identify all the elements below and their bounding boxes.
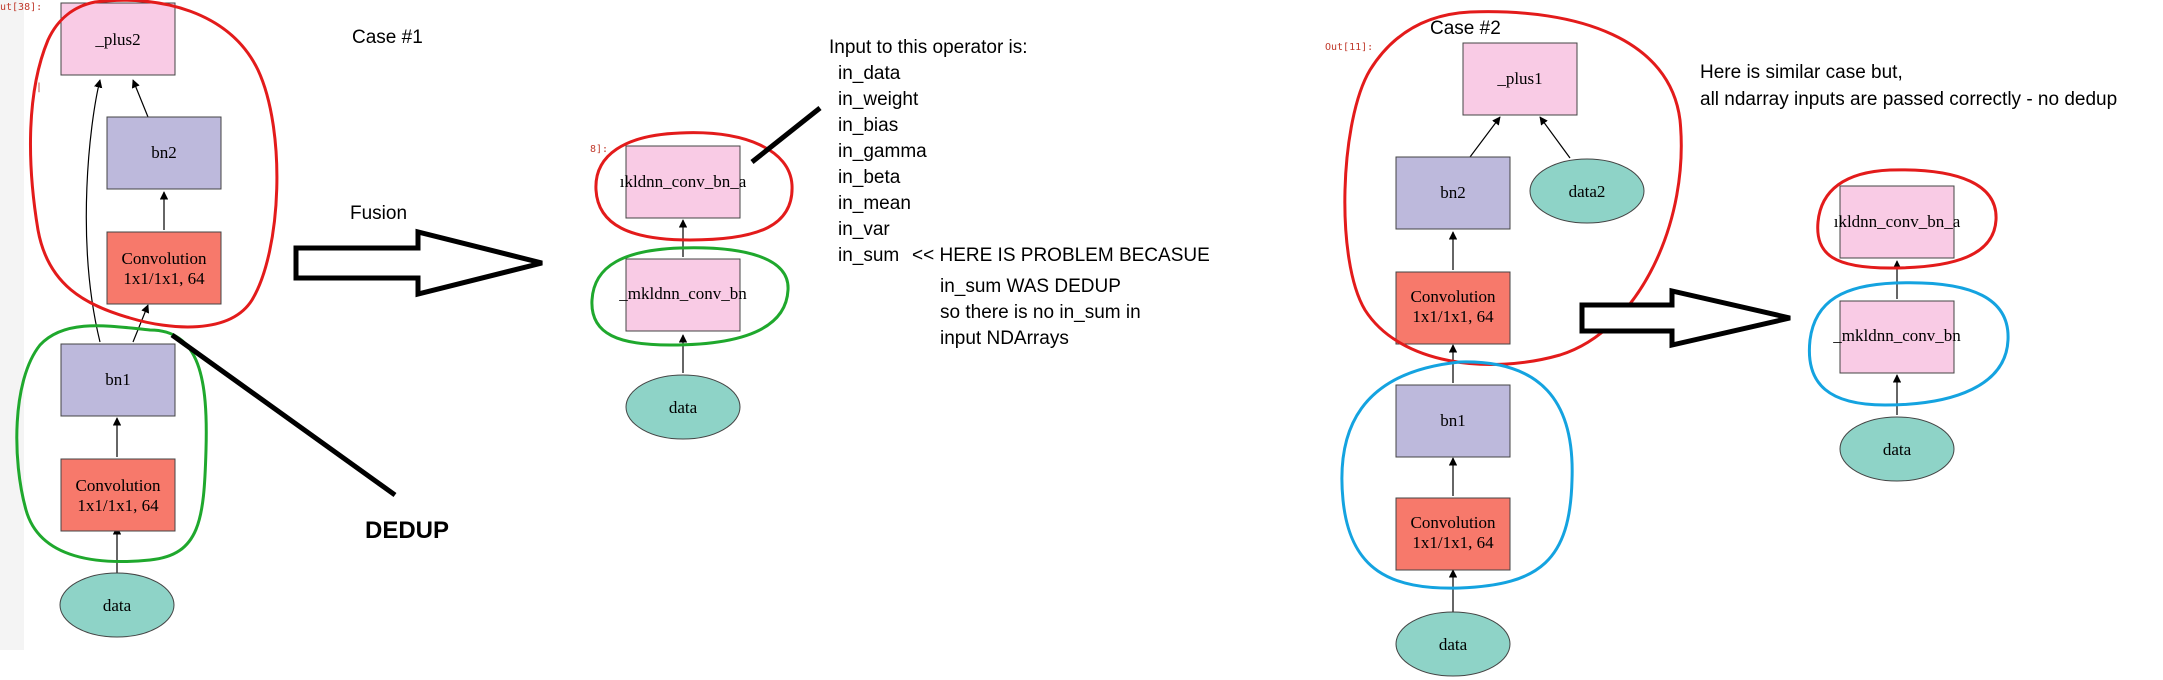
case1-node-bn1: bn1 — [60, 343, 176, 417]
notes-input-item: in_sum — [838, 245, 899, 266]
fusion-label: Fusion — [350, 203, 407, 224]
case2-node-bn1: bn1 — [1395, 384, 1511, 458]
edge-bn1-to-conv2 — [132, 304, 150, 343]
fused1-node-bottom: _mkldnn_conv_bn — [618, 258, 747, 332]
edge-c2-bn2-to-plus1 — [1469, 116, 1501, 158]
notes-input-item: in_mean — [838, 193, 911, 214]
case2-node-conv-bottom: Convolution 1x1/1x1, 64 — [1395, 497, 1511, 571]
case2-conv-bottom-line1: Convolution — [1410, 513, 1496, 532]
notes-input-list: in_data in_weight in_bias in_gamma in_be… — [838, 63, 927, 266]
case1-conv-top-line2: 1x1/1x1, 64 — [123, 269, 205, 288]
notes-input-item: in_gamma — [838, 141, 927, 162]
notes-explain-line: input NDArrays — [940, 328, 1069, 349]
case1-bn1-label: bn1 — [105, 370, 131, 389]
case1-node-conv-bottom: Convolution 1x1/1x1, 64 — [60, 458, 176, 532]
fused1-node-top: ıkldnn_conv_bn_a — [620, 145, 747, 219]
case2-bn1-label: bn1 — [1440, 411, 1466, 430]
case1-node-bn2: bn2 — [106, 116, 222, 190]
case2-plus1-label: _plus1 — [1496, 69, 1542, 88]
notes-explain-line: in_sum WAS DEDUP — [940, 276, 1121, 297]
case2-note-line1: Here is similar case but, — [1700, 62, 1903, 83]
fused2-top-label: ıkldnn_conv_bn_a — [1834, 212, 1961, 231]
fused1-node-data: data — [625, 374, 741, 440]
notes-input-item: in_beta — [838, 167, 901, 188]
case2-node-plus1: _plus1 — [1462, 42, 1578, 116]
fused2-data-label: data — [1883, 440, 1912, 459]
case2-output-prompt: Out[11]: — [1325, 42, 1373, 53]
case2-data2-label: data2 — [1569, 182, 1606, 201]
case2-note-line2: all ndarray inputs are passed correctly … — [1700, 89, 2117, 110]
case1-red-circle — [28, 0, 279, 329]
case2-node-data: data — [1395, 611, 1511, 677]
notes-header: Input to this operator is: — [829, 37, 1028, 58]
case2-conv-bottom-line2: 1x1/1x1, 64 — [1412, 533, 1494, 552]
case2-title: Case #2 — [1430, 18, 1501, 39]
dedup-label: DEDUP — [365, 517, 449, 544]
case2-data-label: data — [1439, 635, 1468, 654]
case2-conv-top-line1: Convolution — [1410, 287, 1496, 306]
case1-conv-bottom-line1: Convolution — [75, 476, 161, 495]
notes-explain-line: so there is no in_sum in — [940, 302, 1141, 323]
operator-pointer-line — [750, 106, 822, 164]
fused2-bottom-label: _mkldnn_conv_bn — [1832, 326, 1961, 345]
case1-node-plus2: _plus2 — [60, 2, 176, 76]
notes-input-item: in_weight — [838, 89, 919, 110]
fused1-green-circle — [590, 246, 790, 347]
case2-conv-top-line2: 1x1/1x1, 64 — [1412, 307, 1494, 326]
fusion-arrow-2 — [1579, 287, 1791, 349]
notes-input-item: in_data — [838, 63, 901, 84]
fusion-arrow-1 — [293, 228, 543, 298]
fused1-top-label: ıkldnn_conv_bn_a — [620, 172, 747, 191]
case2-node-conv-top: Convolution 1x1/1x1, 64 — [1395, 271, 1511, 345]
case2-node-bn2: bn2 — [1395, 156, 1511, 230]
case2-edges — [1448, 116, 1571, 612]
fused1-red-circle — [594, 131, 794, 242]
fused2-red-circle — [1816, 168, 1998, 270]
edge-bn2-to-plus2 — [131, 79, 149, 118]
fused2-node-top: ıkldnn_conv_bn_a — [1834, 185, 1961, 259]
fused2-node-data: data — [1839, 416, 1955, 482]
case1-output-prompt: ut[38]: — [0, 2, 42, 13]
dedup-pointer-line — [170, 332, 397, 498]
fused1-bottom-label: _mkldnn_conv_bn — [618, 284, 747, 303]
case2-bn2-label: bn2 — [1440, 183, 1466, 202]
case1-cell-marker: | — [36, 82, 42, 93]
case1-data-label: data — [103, 596, 132, 615]
case1-conv-top-line1: Convolution — [121, 249, 207, 268]
case1-node-conv-top: Convolution 1x1/1x1, 64 — [106, 231, 222, 305]
fused2-blue-circle — [1807, 281, 2010, 407]
notes-input-item: in_bias — [838, 115, 898, 136]
case1-node-data: data — [59, 572, 175, 638]
fused1-output-prompt: 8]: — [590, 144, 608, 155]
case2-node-data2: data2 — [1529, 158, 1645, 224]
edge-c2-data2-to-plus1 — [1539, 116, 1571, 159]
notes-problem: << HERE IS PROBLEM BECASUE — [912, 245, 1210, 266]
case1-bn2-label: bn2 — [151, 143, 177, 162]
case1-green-circle — [15, 324, 208, 563]
fused1-data-label: data — [669, 398, 698, 417]
case1-conv-bottom-line2: 1x1/1x1, 64 — [77, 496, 159, 515]
notebook-gutter — [0, 0, 24, 650]
case2-blue-circle — [1340, 360, 1574, 590]
case1-title: Case #1 — [352, 27, 423, 48]
fused2-node-bottom: _mkldnn_conv_bn — [1832, 300, 1961, 374]
notes-input-item: in_var — [838, 219, 890, 240]
case1-plus2-label: _plus2 — [94, 30, 140, 49]
